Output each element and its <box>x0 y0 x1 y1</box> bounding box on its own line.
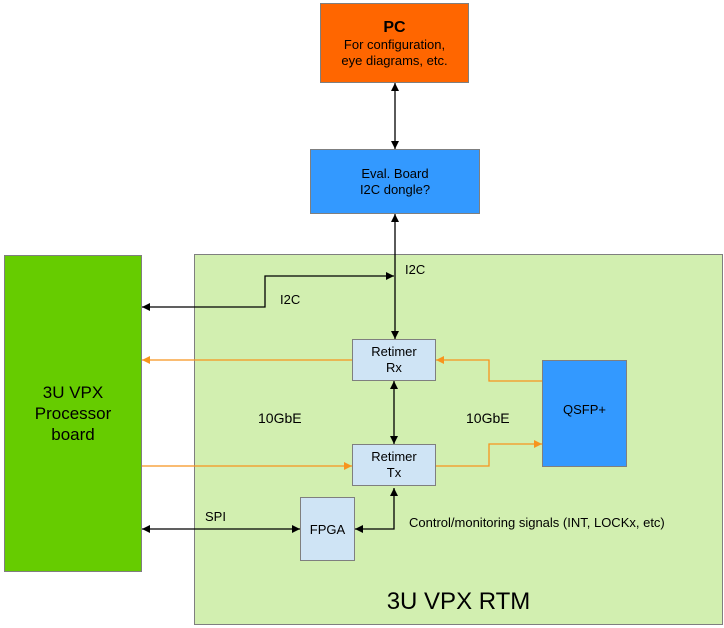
eval-board-line2: I2C dongle? <box>359 181 431 197</box>
retimer-tx-line2: Tx <box>386 465 402 480</box>
processor-board-node: 3U VPX Processor board <box>4 255 142 572</box>
qsfp-label: QSFP+ <box>563 402 606 417</box>
processor-line1: 3U VPX <box>42 383 104 402</box>
fpga-label: FPGA <box>309 521 346 537</box>
label-10gbe-left: 10GbE <box>258 410 302 426</box>
retimer-tx-line1: Retimer <box>371 449 417 464</box>
rtm-title: 3U VPX RTM <box>386 588 531 615</box>
edge-fpga-retimer-tx <box>355 488 398 533</box>
processor-line3: board <box>51 425 95 444</box>
eval-board-line1: Eval. Board <box>361 165 429 181</box>
pc-node: PC For configuration, eye diagrams, etc. <box>320 3 469 83</box>
retimer-rx-node: Retimer Rx <box>352 339 436 381</box>
retimer-rx-line1: Retimer <box>371 344 417 359</box>
fpga-node: FPGA <box>300 497 355 561</box>
retimer-rx-line2: Rx <box>386 360 402 375</box>
rtm-board: 3U VPX RTM <box>194 254 723 625</box>
label-i2c-left: I2C <box>280 292 301 307</box>
label-i2c-top: I2C <box>405 262 426 277</box>
qsfp-node: QSFP+ <box>542 360 627 467</box>
edge-processor-i2c <box>142 272 394 311</box>
edge-retimer-tx-qsfp <box>436 440 542 467</box>
eval-board-node: Eval. Board I2C dongle? <box>310 149 480 214</box>
pc-line2: eye diagrams, etc. <box>341 52 448 68</box>
pc-line1: For configuration, <box>343 36 446 52</box>
label-spi: SPI <box>205 509 226 524</box>
label-10gbe-right: 10GbE <box>466 410 510 426</box>
retimer-tx-node: Retimer Tx <box>352 444 436 486</box>
label-control-signals: Control/monitoring signals (INT, LOCKx, … <box>409 515 665 530</box>
processor-line2: Processor <box>34 404 112 423</box>
pc-title: PC <box>383 18 406 36</box>
edge-qsfp-retimer-rx <box>436 356 542 382</box>
